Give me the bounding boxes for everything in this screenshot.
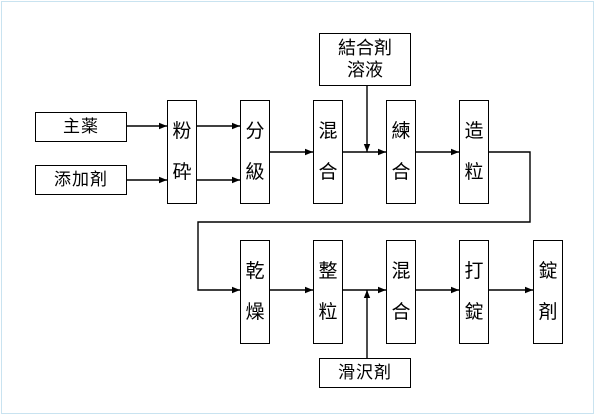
step-char: 練	[391, 120, 411, 142]
step-char: 分	[245, 120, 265, 142]
step-pulverize: 粉 砕	[167, 100, 197, 204]
step-char: 錠	[464, 301, 484, 323]
step-char: 混	[391, 260, 411, 282]
step-char: 造	[464, 120, 484, 142]
step-char: 打	[464, 260, 484, 282]
step-char: 合	[391, 161, 411, 183]
step-knead: 練 合	[386, 100, 416, 204]
step-size-granules: 整 粒	[313, 240, 343, 344]
step-char: 混	[318, 120, 338, 142]
additive-label: 添加剤	[54, 169, 108, 190]
step-dry: 乾 燥	[240, 240, 270, 344]
lubricant-box: 滑沢剤	[319, 358, 411, 388]
step-char: 粒	[318, 301, 338, 323]
step-granulate: 造 粒	[459, 100, 489, 204]
step-char: 整	[318, 260, 338, 282]
step-tablet: 錠 剤	[533, 240, 563, 344]
additive-box: 添加剤	[35, 165, 127, 195]
step-char: 乾	[245, 260, 265, 282]
step-char: 粒	[464, 161, 484, 183]
step-char: 合	[318, 161, 338, 183]
step-char: 剤	[538, 301, 558, 323]
step-char: 燥	[245, 301, 265, 323]
step-mix-1: 混 合	[313, 100, 343, 204]
step-compress: 打 錠	[459, 240, 489, 344]
step-char: 合	[391, 301, 411, 323]
step-char: 級	[245, 161, 265, 183]
binder-label-line2: 溶液	[347, 59, 383, 81]
main-drug-label: 主薬	[63, 116, 99, 137]
binder-solution-box: 結合剤 溶液	[319, 33, 411, 86]
binder-label-line1: 結合剤	[338, 37, 392, 59]
step-char: 砕	[172, 161, 192, 183]
arrow-granulate-to-dry	[197, 151, 531, 294]
step-char: 粉	[172, 120, 192, 142]
step-mix-2: 混 合	[386, 240, 416, 344]
lubricant-label: 滑沢剤	[338, 362, 392, 383]
main-drug-box: 主薬	[35, 112, 127, 142]
step-classify: 分 級	[240, 100, 270, 204]
step-char: 錠	[538, 260, 558, 282]
